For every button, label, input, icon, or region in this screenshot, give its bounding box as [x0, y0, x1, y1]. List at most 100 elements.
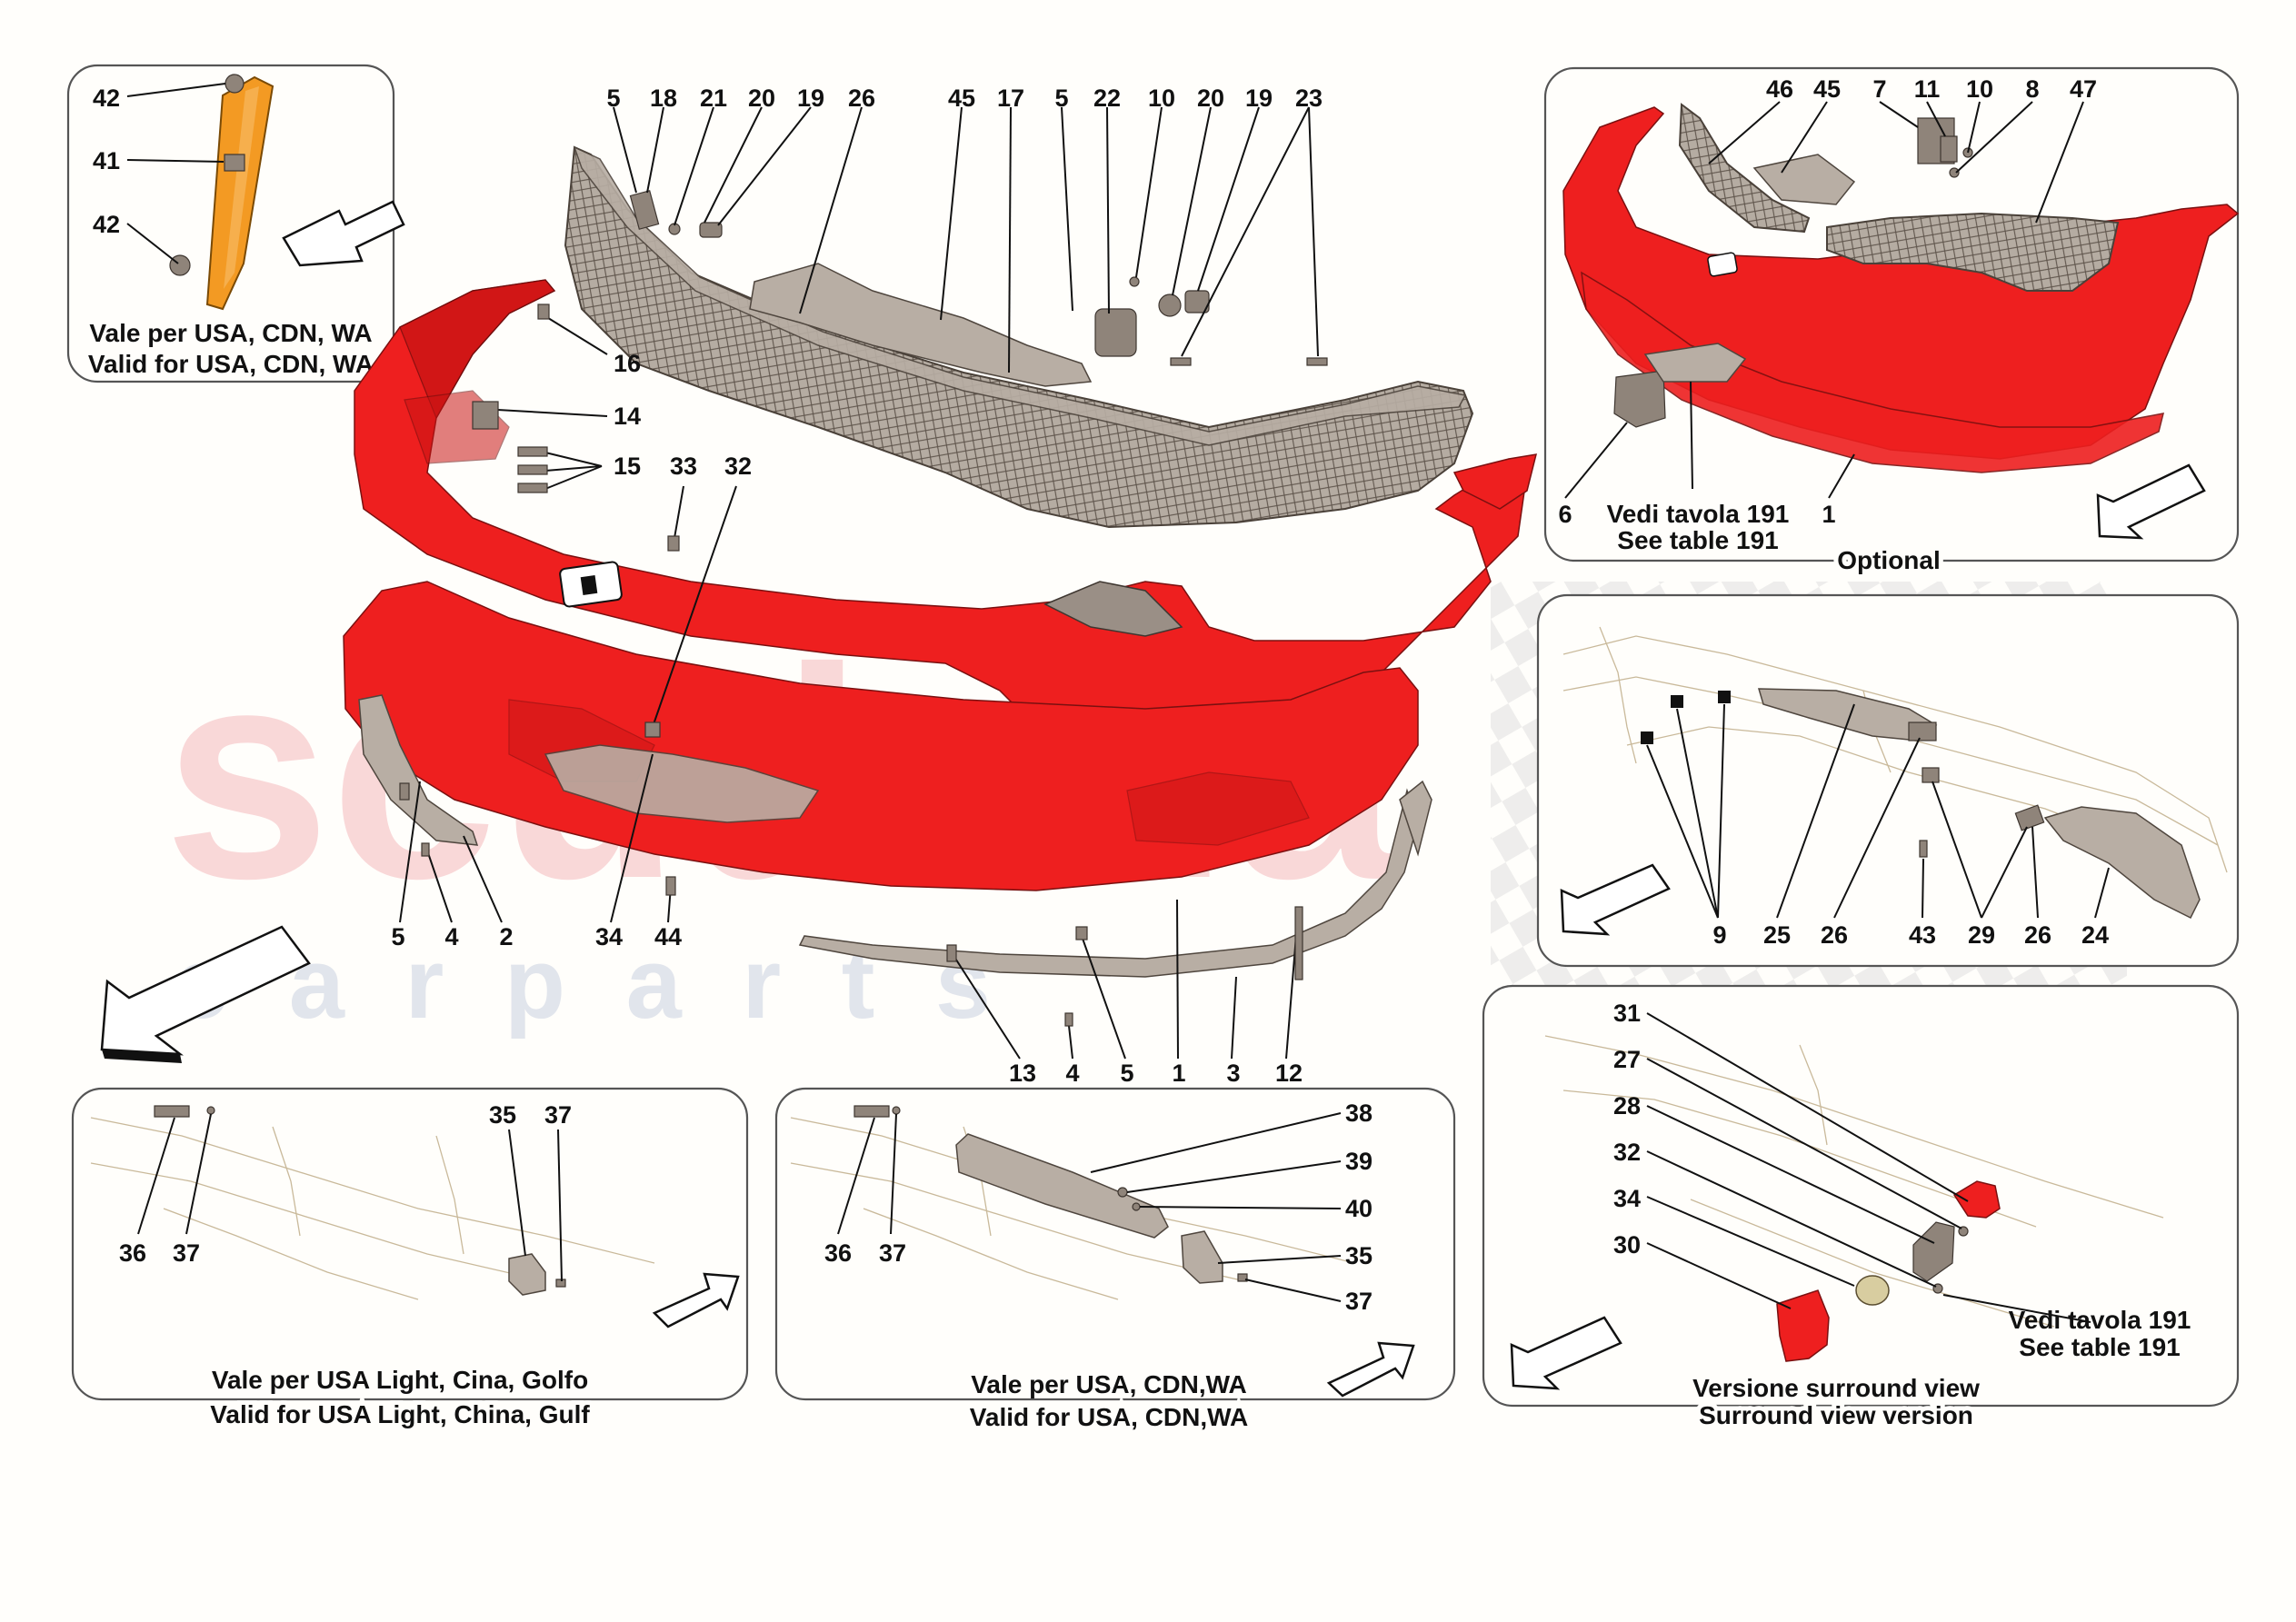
see-table-en: See table 191: [2019, 1333, 2180, 1361]
callout: 36: [119, 1239, 146, 1267]
see-table-en: See table 191: [1617, 526, 1778, 554]
callout: 33: [670, 453, 697, 480]
callout: 26: [2024, 921, 2051, 949]
callout: 24: [2081, 921, 2109, 949]
callout: 19: [797, 85, 824, 112]
clip-9a: [1641, 731, 1653, 744]
callout: 34: [595, 923, 623, 950]
panel-grille-detail: 9 25 26 43 29 26 24: [1536, 593, 2240, 968]
callout: 42: [93, 85, 120, 112]
callout: 35: [1345, 1242, 1373, 1269]
callout: 37: [1345, 1288, 1373, 1315]
direction-arrow: [2096, 463, 2206, 540]
direction-arrow: [652, 1272, 740, 1328]
callout: 18: [650, 85, 677, 112]
caption-it: Vale per USA, CDN,WA: [971, 1370, 1246, 1398]
panel-usa-light: 35 37 36 37 Vale per USA Light, Cina, Go…: [71, 1087, 749, 1433]
trim-24: [2043, 806, 2201, 920]
fastener-5: [399, 782, 410, 801]
callout: 7: [1872, 75, 1886, 103]
bracket-18: [629, 190, 660, 230]
callout: 37: [544, 1101, 572, 1129]
callout: 36: [824, 1239, 852, 1267]
caption-it: Versione surround view: [1692, 1374, 1980, 1402]
intake-cutout: [1043, 581, 1183, 637]
camera-cover-31: [1952, 1180, 2001, 1219]
callout: 1: [1822, 501, 1835, 528]
leader-lines: [399, 106, 1319, 1060]
sensor-ring-20: [1158, 294, 1182, 317]
callout: 15: [614, 453, 641, 480]
grille-frame-bracket: [749, 263, 1093, 387]
panel-surround-view: 31 27 28 32 34 30 Vedi tavola 191 See ta…: [1482, 984, 2240, 1434]
direction-arrow: [1510, 1316, 1622, 1390]
callout: 20: [1197, 85, 1224, 112]
callout: 38: [1345, 1100, 1373, 1127]
sensor-holder-20: [699, 222, 723, 238]
callout: 21: [700, 85, 727, 112]
screw-44: [665, 876, 676, 896]
screw-10: [1129, 276, 1140, 287]
callout: 28: [1613, 1092, 1641, 1119]
callout: 20: [748, 85, 775, 112]
optional-clip-11: [1940, 135, 1958, 163]
caption-it: Vale per USA Light, Cina, Golfo: [212, 1366, 588, 1394]
clip-23a: [1170, 357, 1192, 366]
callout: 8: [2025, 75, 2039, 103]
caption: Optional: [1837, 546, 1941, 574]
absorber-38: [955, 1133, 1169, 1239]
direction-arrow: [1326, 1341, 1415, 1398]
direction-arrow: [1560, 863, 1671, 936]
sensor-22: [1094, 308, 1137, 357]
caption-en: Valid for USA, CDN, WA: [88, 350, 374, 378]
screw-39: [1117, 1187, 1128, 1198]
callout: 40: [1345, 1195, 1373, 1222]
optional-mesh-left: [1678, 103, 1811, 234]
optional-screw-8: [1949, 167, 1960, 178]
ghost-outline: [90, 1117, 655, 1300]
watermark-sub: c a r p a r t s: [173, 928, 1007, 1040]
screw-37a: [892, 1106, 901, 1115]
callout: 37: [879, 1239, 906, 1267]
clip-15c: [517, 483, 548, 493]
clip-15a: [517, 446, 548, 457]
callout: 27: [1613, 1046, 1641, 1073]
direction-arrow-main: [100, 925, 311, 1056]
callout: 17: [997, 85, 1024, 112]
lower-intake-right: [1126, 771, 1310, 846]
screw-37b: [1237, 1273, 1248, 1282]
callout: 3: [1226, 1060, 1240, 1087]
optional-logo: [1707, 252, 1738, 277]
callout: 37: [173, 1239, 200, 1267]
bracket-35: [1181, 1230, 1223, 1284]
callout: 47: [2070, 75, 2097, 103]
screw-37a: [206, 1106, 215, 1115]
clip-23b: [1306, 357, 1328, 366]
callout: 9: [1712, 921, 1726, 949]
caption-it: Vale per USA, CDN, WA: [89, 319, 372, 347]
clip-34: [644, 721, 661, 738]
callout: 26: [848, 85, 875, 112]
callout: 5: [1120, 1060, 1133, 1087]
bracket-36: [154, 1105, 190, 1118]
optional-bracket-45: [1752, 154, 1856, 205]
callout: 32: [1613, 1139, 1641, 1166]
screw-13: [946, 944, 957, 962]
main-callouts: 5 18 21 20 19 26 45 17 5 22 10 20 19 23 …: [391, 85, 1323, 1087]
clip-9c: [1718, 691, 1731, 703]
bracket-36: [854, 1105, 890, 1118]
callout: 5: [606, 85, 620, 112]
bracket-14: [472, 401, 499, 430]
main-exploded-view: 5 18 21 20 19 26 45 17 5 22 10 20 19 23 …: [100, 85, 1538, 1087]
callout: 12: [1275, 1060, 1303, 1087]
callout: 46: [1766, 75, 1793, 103]
clip-26a: [1908, 721, 1937, 741]
callout: 2: [499, 923, 513, 950]
callout: 10: [1966, 75, 1993, 103]
callout: 26: [1821, 921, 1848, 949]
callout: 32: [724, 453, 752, 480]
clip-15b: [517, 464, 548, 475]
side-marker-light: [205, 75, 275, 311]
caption-en: Valid for USA Light, China, Gulf: [210, 1400, 590, 1428]
lower-center-grille: [544, 744, 820, 823]
